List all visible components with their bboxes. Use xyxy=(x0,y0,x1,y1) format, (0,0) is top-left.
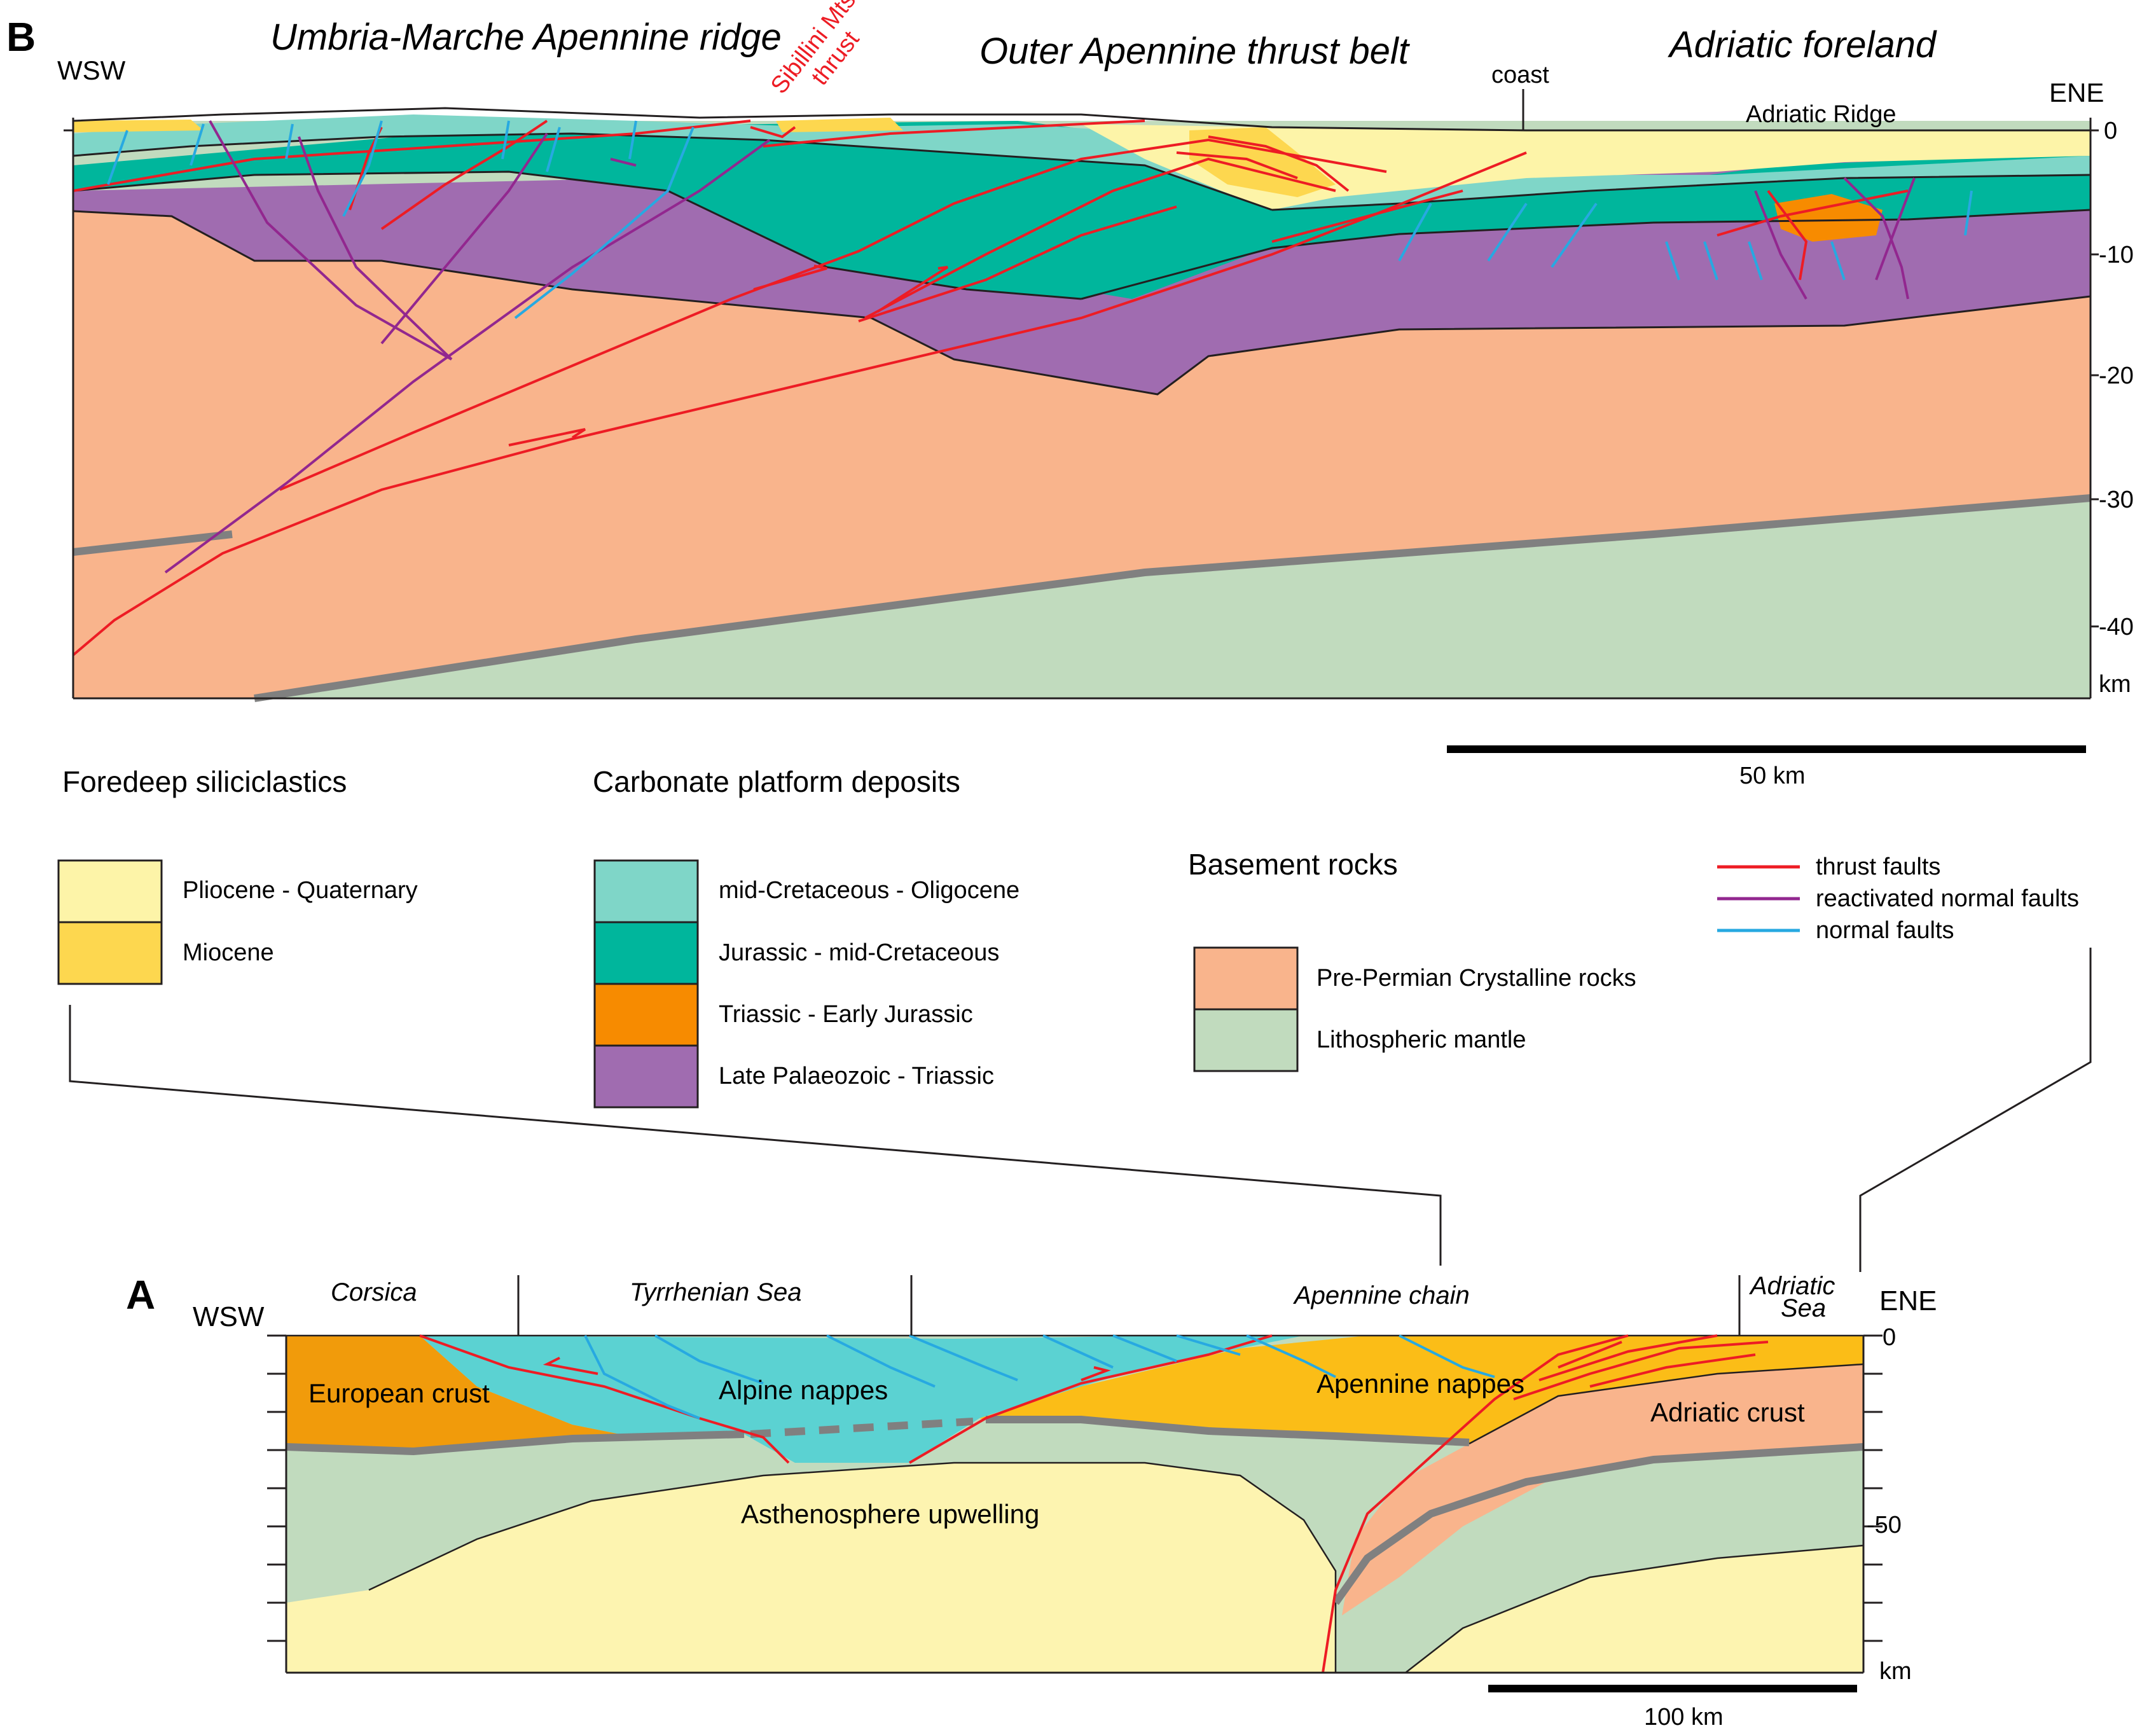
panel-b-thrust-faults xyxy=(72,120,1909,656)
panel-b-depth-10: -10 xyxy=(2099,242,2134,268)
legend-swatch-pliocene xyxy=(57,859,163,923)
label-alpine-nappes: Alpine nappes xyxy=(719,1375,888,1405)
region-adriatic-sea-line2: Sea xyxy=(1781,1294,1826,1322)
legend-label-normal: normal faults xyxy=(1816,917,1954,944)
panel-a-thrust-arrows xyxy=(542,1357,1111,1381)
region-adriatic-sea-line1: Adriatic xyxy=(1749,1272,1835,1300)
moho-line-b-west xyxy=(73,530,233,556)
legend-label-jurassic: Jurassic - mid-Cretaceous xyxy=(719,939,999,966)
panel-a-right-direction: ENE xyxy=(1879,1285,1937,1317)
panel-a-depth-50: -50 xyxy=(1867,1512,1902,1538)
panel-b-section xyxy=(64,89,2099,702)
panel-a-moho xyxy=(286,1416,1864,1605)
region-corsica: Corsica xyxy=(331,1278,417,1306)
panel-b-letter: B xyxy=(6,14,36,60)
panel-a-thrust-faults xyxy=(419,1334,1769,1673)
panel-b-reactivated-faults xyxy=(164,120,1916,574)
panel-a-moho-dashed xyxy=(750,1418,974,1438)
label-asthenosphere-upwelling: Asthenosphere upwelling xyxy=(741,1499,1039,1529)
adriatic-ridge-label: Adriatic Ridge xyxy=(1746,101,1897,128)
unit-european-crust-a xyxy=(286,1336,744,1450)
sibillini-label: Sibillini Mts thrust xyxy=(766,0,865,99)
legend-foredeep-title: Foredeep siliciclastics xyxy=(62,765,347,798)
legend-carbonate-title: Carbonate platform deposits xyxy=(593,765,960,798)
legend-swatch-crystalline xyxy=(1193,946,1299,1011)
unit-pliocene-b xyxy=(1081,124,2090,210)
panel-b-right-direction: ENE xyxy=(2049,78,2104,107)
unit-miocene-b xyxy=(1189,127,1336,197)
legend-label-late-palaeozoic: Late Palaeozoic - Triassic xyxy=(719,1063,994,1089)
panel-a-letter: A xyxy=(126,1272,155,1318)
panel-a-depth-unit: km xyxy=(1879,1658,1912,1685)
label-apennine-nappes: Apennine nappes xyxy=(1316,1369,1524,1399)
connector-lines xyxy=(69,948,2092,1272)
panel-b-frame xyxy=(64,89,2099,700)
region-apennine-chain: Apennine chain xyxy=(1293,1282,1470,1310)
panel-a-contacts xyxy=(286,1334,1864,1673)
label-european-crust: European crust xyxy=(308,1378,490,1408)
panel-b-scale-label: 50 km xyxy=(1739,763,1805,789)
legend-basement-title: Basement rocks xyxy=(1188,848,1398,881)
unit-jurassic-b xyxy=(73,121,2090,299)
region-umbria-marche: Umbria-Marche Apennine ridge xyxy=(270,17,782,58)
label-adriatic-crust: Adriatic crust xyxy=(1650,1397,1805,1427)
panel-a-section xyxy=(267,1275,1883,1674)
panel-a-frame xyxy=(267,1275,1883,1674)
legend-label-pliocene: Pliocene - Quaternary xyxy=(183,877,418,904)
coast-label: coast xyxy=(1491,62,1549,88)
legend-swatch-miocene xyxy=(57,921,163,985)
legend-swatch-jurassic xyxy=(593,921,699,985)
panel-b-depth-30: -30 xyxy=(2099,487,2134,513)
panel-b-thrust-arrows xyxy=(508,265,949,446)
legend-label-triassic: Triassic - Early Jurassic xyxy=(719,1001,973,1028)
unit-midcret-b xyxy=(73,114,2090,210)
legend-swatch-triassic xyxy=(593,983,699,1047)
moho-line-b xyxy=(254,494,2091,702)
unit-triassic-b xyxy=(1774,194,1883,242)
unit-alpine-nappes-a xyxy=(420,1336,1304,1463)
region-adriatic-foreland: Adriatic foreland xyxy=(1668,24,1937,66)
unit-crystalline-b-wedge xyxy=(73,534,254,698)
panel-b-depth-0: 0 xyxy=(2104,118,2117,144)
unit-miocene-b-mid xyxy=(776,118,903,132)
region-tyrrhenian-sea: Tyrrhenian Sea xyxy=(630,1278,802,1306)
unit-jurassic-b-block xyxy=(1094,191,1336,299)
panel-a-normal-faults xyxy=(584,1334,1495,1420)
legend-swatch-midcret xyxy=(593,859,699,923)
panel-b-left-direction: WSW xyxy=(57,55,126,85)
legend-label-miocene: Miocene xyxy=(183,939,274,966)
unit-asthenosphere-a-east xyxy=(1406,1545,1863,1673)
legend-label-thrust: thrust faults xyxy=(1816,854,1940,880)
legend-label-mantle: Lithospheric mantle xyxy=(1316,1026,1526,1053)
panel-b-depth-40: -40 xyxy=(2099,614,2134,640)
unit-miocene-b-west xyxy=(73,120,204,132)
unit-adriatic-crust-a xyxy=(1342,1364,1863,1615)
unit-apennine-nappes-a xyxy=(979,1336,1863,1444)
region-outer-apennine: Outer Apennine thrust belt xyxy=(979,31,1411,72)
panel-a-depth-0: 0 xyxy=(1883,1324,1896,1351)
panel-a-scale-label: 100 km xyxy=(1644,1704,1724,1731)
panel-b-depth-20: -20 xyxy=(2099,363,2134,389)
panel-b-normal-faults xyxy=(107,120,1973,319)
panel-b-depth-unit: km xyxy=(2099,671,2131,698)
legend-label-reactivated: reactivated normal faults xyxy=(1816,885,2079,912)
panel-a-left-direction: WSW xyxy=(193,1301,265,1332)
legend-swatch-mantle xyxy=(1193,1008,1299,1072)
legend-swatch-late-palaeozoic xyxy=(593,1044,699,1109)
legend-label-crystalline: Pre-Permian Crystalline rocks xyxy=(1316,965,1636,992)
legend: Foredeep siliciclastics Carbonate platfo… xyxy=(57,765,2079,1109)
legend-label-midcret: mid-Cretaceous - Oligocene xyxy=(719,877,1019,904)
